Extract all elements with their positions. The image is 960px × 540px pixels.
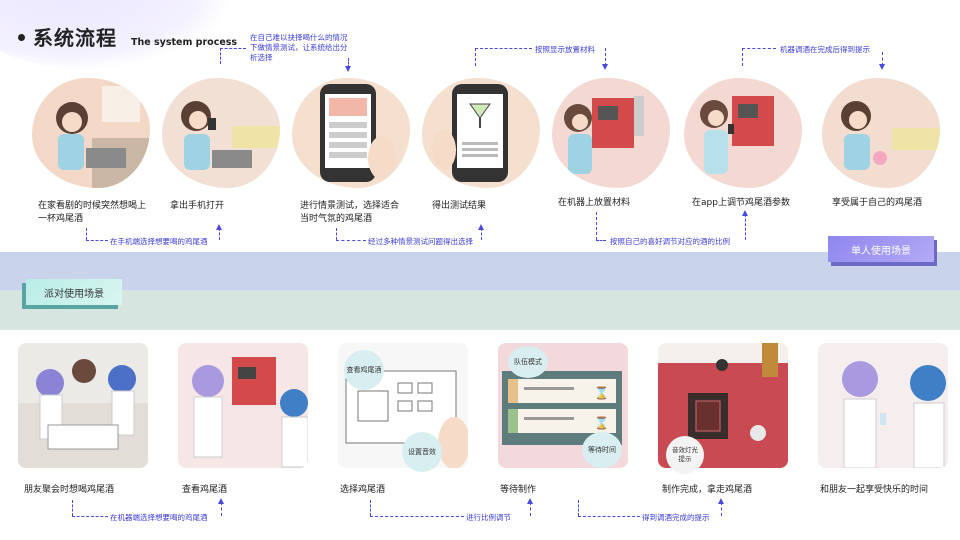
bubble-light-hint: 音效灯光提示 [666,436,704,474]
step-label: 在机器上放置材料 [558,197,668,210]
illustration-scenario-test [292,78,410,188]
step-label: 享受属于自己的鸡尾酒 [832,197,942,210]
step-label: 在app上调节鸡尾酒参数 [692,197,812,210]
illustration-place-ingredients [552,78,670,188]
tag-single-scene: 单人使用场景 [828,236,934,262]
note-finish-hint: 机器调酒在完成后得到提示 [780,44,870,55]
step-label: 朋友聚会时想喝鸡尾酒 [24,484,154,497]
step-label: 进行情景测试，选择适合当时气氛的鸡尾酒 [300,200,406,226]
illustration-view-cocktail [178,343,308,468]
step-label: 等待制作 [500,484,620,497]
band-single [0,252,960,290]
band-party [0,290,960,330]
page-header: 系统流程 The system process [18,22,237,51]
bubble-view-cocktail: 查看鸡尾酒 [344,350,384,390]
page-subtitle: The system process [131,37,237,48]
note-scenario-test: 在自己难以抉择喝什么的情况下做情景测试，让系统给出分析选择 [250,33,350,63]
illustration-test-result [422,78,540,188]
bullet-icon [18,34,25,41]
illustration-phone-out [162,78,280,188]
illustration-friends-party [18,343,148,468]
illustration-adjust-parameters [684,78,802,188]
illustration-enjoy-cocktail [822,78,940,188]
note-finish-prompt: 得到调酒完成的提示 [642,512,710,523]
step-label: 和朋友一起享受快乐的时间 [820,484,950,497]
svg-text:⌛: ⌛ [594,386,609,400]
step-label: 查看鸡尾酒 [182,484,302,497]
svg-text:⌛: ⌛ [594,416,609,430]
step-label: 拿出手机打开 [170,200,280,213]
page-title: 系统流程 [33,26,117,50]
note-choose-on-machine: 在机器端选择想要喝的鸡尾酒 [110,512,208,523]
bubble-wait-time: 等待时间 [582,432,622,468]
illustration-watching-tv [32,78,150,188]
step-label: 制作完成，拿走鸡尾酒 [662,484,792,497]
step-label: 在家看剧的时候突然想喝上一杯鸡尾酒 [38,200,150,226]
note-ratio-adjust: 进行比例调节 [466,512,511,523]
step-label: 选择鸡尾酒 [340,484,460,497]
note-choose-on-phone: 在手机端选择想要喝的鸡尾酒 [110,236,208,247]
note-adjust-ratio: 按照自己的喜好调节对应的酒的比例 [610,236,730,247]
step-label: 得出测试结果 [432,200,542,213]
bubble-set-volume: 设置音效 [402,432,442,472]
note-place-materials: 按照显示放置材料 [535,44,595,55]
illustration-enjoy-together [818,343,948,468]
bubble-queue-mode: 队伍模式 [508,346,548,378]
tag-party-scene: 派对使用场景 [26,279,122,305]
note-test-questions: 经过多种情景测试问题得出选择 [368,236,473,247]
